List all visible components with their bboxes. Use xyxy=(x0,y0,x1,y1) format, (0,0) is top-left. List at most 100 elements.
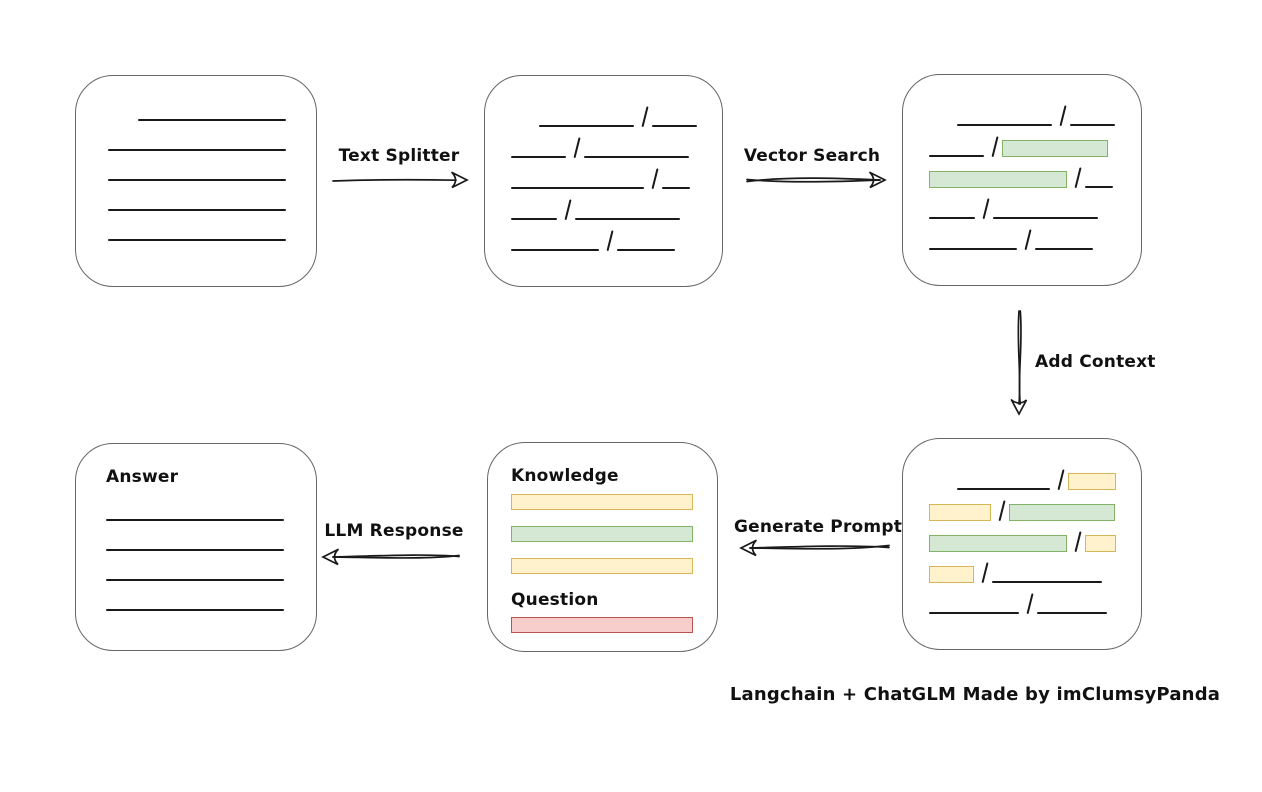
text-line xyxy=(511,218,557,220)
chunk-row xyxy=(108,223,286,241)
vector-search-arrow xyxy=(746,171,887,189)
slash-separator xyxy=(573,137,581,159)
yellow-knowledge-bar xyxy=(511,558,693,574)
chunk-row xyxy=(929,229,1115,251)
chunk-row xyxy=(511,106,698,128)
vector-search-label: Vector Search xyxy=(743,146,881,166)
document-lines xyxy=(76,76,316,241)
text-line xyxy=(929,248,1017,250)
slash-separator xyxy=(982,198,990,220)
text-line xyxy=(1037,612,1108,614)
slash-separator xyxy=(1074,167,1082,189)
green-chunk xyxy=(929,171,1067,188)
answer-line xyxy=(106,549,284,551)
yellow-chunk xyxy=(1068,473,1117,490)
green-chunk xyxy=(929,535,1067,552)
slash-separator xyxy=(606,230,614,252)
text-line xyxy=(511,187,644,189)
chunk-row xyxy=(929,562,1115,584)
text-splitter-arrow xyxy=(332,171,469,189)
text-line xyxy=(929,612,1019,614)
slash-separator xyxy=(1057,469,1065,491)
generate-prompt-label: Generate Prompt xyxy=(733,517,903,537)
answer-line xyxy=(106,609,284,611)
text-line xyxy=(584,156,690,158)
chunk-row xyxy=(929,167,1115,189)
chunk-row xyxy=(511,168,696,190)
answer-lines xyxy=(106,488,286,611)
yellow-chunk xyxy=(929,566,974,583)
answer-line xyxy=(106,519,284,521)
text-line xyxy=(617,249,676,251)
answer-node: Answer xyxy=(75,443,317,651)
chunk-row xyxy=(108,193,286,211)
text-line xyxy=(108,179,286,181)
text-line xyxy=(575,218,681,220)
chunk-row xyxy=(511,137,696,159)
text-line xyxy=(511,249,599,251)
chunk-row xyxy=(511,230,696,252)
chunk-row xyxy=(108,163,286,181)
chunk-rows xyxy=(485,76,722,252)
text-line xyxy=(957,124,1052,126)
answer-line xyxy=(106,579,284,581)
chunk-row xyxy=(929,593,1115,615)
text-line xyxy=(1035,248,1094,250)
knowledge-bars xyxy=(511,487,694,574)
context-chunks-node xyxy=(902,438,1142,650)
slash-separator xyxy=(1024,229,1032,251)
text-line xyxy=(108,209,286,211)
text-line xyxy=(957,488,1050,490)
green-chunk xyxy=(1002,140,1109,157)
chunk-rows xyxy=(903,439,1141,615)
question-bar xyxy=(511,617,693,633)
chunk-row xyxy=(929,136,1115,158)
prompt-node: Knowledge Question xyxy=(487,442,718,652)
chunk-rows xyxy=(903,75,1141,251)
add-context-arrow xyxy=(1010,310,1028,416)
text-splitter-label: Text Splitter xyxy=(338,146,460,166)
chunk-row xyxy=(929,500,1116,522)
chunk-row xyxy=(929,531,1117,553)
yellow-chunk xyxy=(1085,535,1117,552)
credit-text: Langchain + ChatGLM Made by imClumsyPand… xyxy=(729,684,1221,705)
split-chunks-node xyxy=(484,75,723,287)
knowledge-label: Knowledge xyxy=(511,466,619,486)
text-line xyxy=(539,125,634,127)
slash-separator xyxy=(641,106,649,128)
text-line xyxy=(929,155,984,157)
matched-chunks-node xyxy=(902,74,1142,286)
indent xyxy=(511,126,539,127)
llm-response-arrow xyxy=(321,548,460,566)
llm-response-label: LLM Response xyxy=(324,521,464,541)
generate-prompt-arrow xyxy=(739,539,890,557)
chunk-row xyxy=(929,469,1117,491)
green-chunk xyxy=(1009,504,1116,521)
yellow-knowledge-bar xyxy=(511,494,693,510)
green-knowledge-bar xyxy=(511,526,693,542)
text-line xyxy=(993,217,1099,219)
indent xyxy=(929,125,957,126)
add-context-label: Add Context xyxy=(1035,352,1156,372)
slash-separator xyxy=(981,562,989,584)
slash-separator xyxy=(1074,531,1082,553)
text-line xyxy=(992,581,1103,583)
chunk-row xyxy=(929,198,1115,220)
chunk-row xyxy=(108,103,286,121)
text-line xyxy=(108,149,286,151)
text-line xyxy=(662,187,691,189)
answer-label: Answer xyxy=(106,467,179,487)
text-line xyxy=(929,217,975,219)
chunk-row xyxy=(108,133,286,151)
chunk-row xyxy=(929,105,1116,127)
indent xyxy=(929,489,957,490)
text-line xyxy=(138,119,286,121)
slash-separator xyxy=(991,136,999,158)
indent xyxy=(108,120,138,121)
question-label: Question xyxy=(511,590,599,610)
text-line xyxy=(1070,124,1116,126)
text-line xyxy=(511,156,566,158)
slash-separator xyxy=(998,500,1006,522)
slash-separator xyxy=(1059,105,1067,127)
